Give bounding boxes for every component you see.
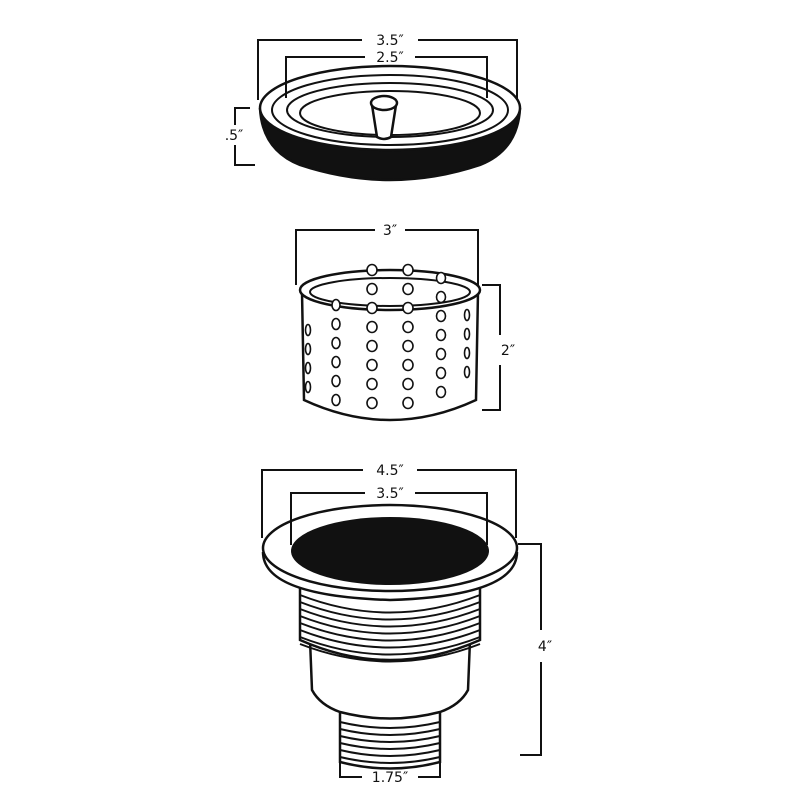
basket-hole bbox=[331, 355, 341, 369]
basket-hole bbox=[366, 396, 378, 410]
basket-hole bbox=[435, 309, 447, 323]
thread-line bbox=[339, 749, 441, 757]
thread-line bbox=[299, 636, 481, 656]
basket-hole bbox=[331, 298, 341, 312]
basket-hole bbox=[435, 271, 447, 285]
basket-hole bbox=[402, 358, 414, 372]
thread-line bbox=[339, 742, 441, 750]
basket-hole bbox=[366, 263, 378, 277]
basket-hole bbox=[304, 342, 312, 356]
basket-hole bbox=[331, 336, 341, 350]
stopper-height-label: .5″ bbox=[225, 128, 244, 144]
basket-hole bbox=[402, 301, 414, 315]
thread-line bbox=[339, 756, 441, 764]
basket-hole bbox=[402, 320, 414, 334]
thread-line bbox=[339, 735, 441, 743]
thread-line bbox=[299, 594, 481, 614]
basket-hole bbox=[366, 339, 378, 353]
stopper-drawing bbox=[258, 64, 522, 182]
thread-line bbox=[299, 601, 481, 621]
basket-hole bbox=[331, 374, 341, 388]
flange-diameter-label: 4.5″ bbox=[376, 463, 404, 479]
basket-hole bbox=[304, 380, 312, 394]
basket-hole bbox=[463, 308, 471, 322]
stopper-inner-diameter-label: 2.5″ bbox=[376, 50, 404, 66]
thread-line bbox=[299, 615, 481, 635]
basket-hole bbox=[463, 365, 471, 379]
basket-hole bbox=[402, 396, 414, 410]
basket-hole bbox=[435, 328, 447, 342]
thread-line bbox=[299, 608, 481, 628]
thread-line bbox=[299, 643, 481, 663]
basket-hole bbox=[331, 393, 341, 407]
basket-hole bbox=[463, 346, 471, 360]
body-height-label: 4″ bbox=[538, 639, 552, 655]
basket-hole bbox=[366, 301, 378, 315]
thread-line bbox=[299, 622, 481, 642]
opening-diameter-label: 3.5″ bbox=[376, 486, 404, 502]
basket-hole bbox=[402, 282, 414, 296]
basket-hole bbox=[402, 263, 414, 277]
basket-hole bbox=[402, 339, 414, 353]
basket-hole bbox=[435, 290, 447, 304]
basket-hole bbox=[331, 317, 341, 331]
basket-diameter-label: 3″ bbox=[383, 223, 397, 239]
thread-line bbox=[339, 728, 441, 736]
basket-hole bbox=[366, 358, 378, 372]
drain-body-dimensions: 4.5″ 3.5″ 4″ 1.75″ bbox=[261, 463, 552, 786]
thread-line bbox=[299, 629, 481, 649]
stopper-outer-diameter-label: 3.5″ bbox=[376, 33, 404, 49]
basket-hole bbox=[304, 323, 312, 337]
basket-dimensions: 3″ 2″ bbox=[295, 223, 515, 411]
basket-hole bbox=[463, 327, 471, 341]
basket-hole bbox=[366, 282, 378, 296]
basket-hole bbox=[435, 385, 447, 399]
drain-body-drawing bbox=[261, 503, 519, 770]
stopper-dimensions: 3.5″ 2.5″ .5″ bbox=[225, 33, 518, 166]
basket-height-label: 2″ bbox=[501, 343, 515, 359]
basket-hole bbox=[402, 377, 414, 391]
basket-hole bbox=[366, 320, 378, 334]
basket-hole bbox=[435, 347, 447, 361]
basket-hole bbox=[435, 366, 447, 380]
outlet-diameter-label: 1.75″ bbox=[372, 770, 408, 786]
thread-line bbox=[339, 721, 441, 729]
basket-drawing bbox=[298, 263, 482, 422]
basket-hole bbox=[304, 361, 312, 375]
basket-hole bbox=[366, 377, 378, 391]
